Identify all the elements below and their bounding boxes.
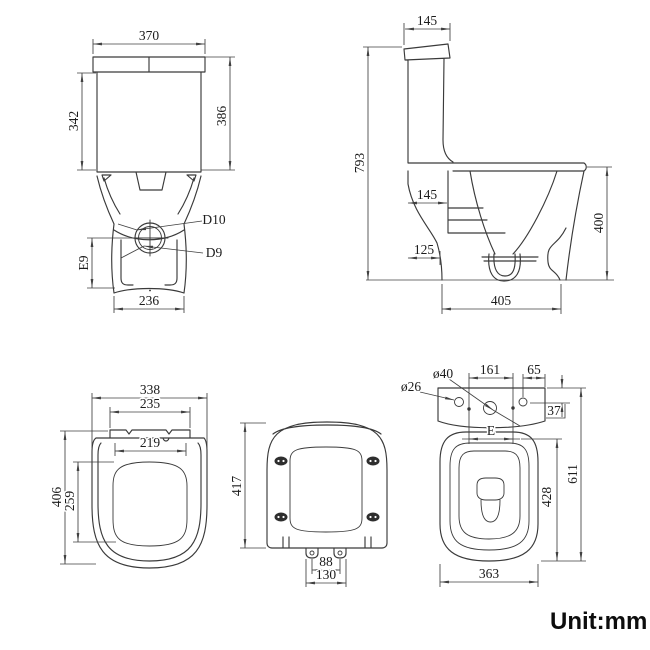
toilet-side-linework bbox=[403, 43, 587, 282]
seat-underside-linework bbox=[266, 421, 388, 559]
dim-145-inner: 145 bbox=[417, 187, 438, 202]
dim-161: 161 bbox=[480, 362, 500, 377]
seat-top-inner-pad bbox=[112, 461, 188, 547]
leader-o40-tail bbox=[492, 409, 521, 427]
base-center-dot bbox=[149, 289, 151, 292]
view-toilet-side: 145 793 145 125 405 400 bbox=[351, 12, 614, 314]
dim-219: 219 bbox=[140, 435, 161, 450]
view-bowl-top: ø40 ø26 161 65 37 E 611 428 363 bbox=[399, 361, 586, 587]
dim-611: 611 bbox=[565, 464, 580, 484]
leader-o40 bbox=[448, 378, 494, 411]
leader-o26 bbox=[419, 391, 455, 401]
dim-417: 417 bbox=[229, 476, 244, 497]
dim-o26: ø26 bbox=[401, 379, 422, 394]
dim-400: 400 bbox=[591, 213, 606, 234]
hole-small bbox=[454, 397, 464, 407]
bowl-top-linework bbox=[437, 387, 546, 562]
water-spot bbox=[476, 477, 505, 523]
leader-d9-tail bbox=[120, 245, 145, 259]
dim-386: 386 bbox=[214, 106, 229, 127]
dim-o40: ø40 bbox=[433, 366, 454, 381]
leader-d10 bbox=[136, 220, 203, 231]
dim-338: 338 bbox=[140, 382, 161, 397]
view-cistern-front: 370 342 386 E9 236 D10 D9 bbox=[65, 27, 235, 313]
dim-793: 793 bbox=[352, 153, 367, 174]
dim-370: 370 bbox=[139, 28, 160, 43]
hinge-pin-left bbox=[309, 550, 315, 556]
dim-259: 259 bbox=[62, 491, 77, 512]
seat-bumpers bbox=[274, 456, 380, 522]
dim-236: 236 bbox=[139, 293, 160, 308]
dim-d10: D10 bbox=[202, 212, 225, 227]
hinge-pin-right bbox=[337, 550, 343, 556]
dim-235: 235 bbox=[140, 396, 161, 411]
bowl-top-rings bbox=[449, 442, 530, 551]
dim-e: E bbox=[487, 423, 495, 438]
dim-145-top: 145 bbox=[417, 13, 438, 28]
dim-d9: D9 bbox=[206, 245, 223, 260]
view-seat-underside: 417 88 130 bbox=[228, 421, 388, 587]
dim-406: 406 bbox=[49, 487, 64, 508]
cistern-front-extension-lines bbox=[77, 39, 235, 313]
dim-65: 65 bbox=[527, 362, 541, 377]
hole-right bbox=[518, 397, 528, 407]
dim-e9: E9 bbox=[76, 255, 91, 270]
dim-428: 428 bbox=[539, 487, 554, 508]
seat-underside-extension-lines bbox=[240, 422, 347, 587]
hole-large bbox=[483, 401, 497, 415]
seat-top-extension-lines bbox=[60, 393, 208, 565]
view-seat-top: 338 235 219 406 259 bbox=[48, 381, 208, 569]
dim-130: 130 bbox=[316, 567, 337, 582]
dim-405: 405 bbox=[491, 293, 512, 308]
dim-88: 88 bbox=[319, 554, 333, 569]
leader-d10-tail bbox=[117, 223, 138, 231]
outlet-crosshair bbox=[131, 219, 169, 257]
unit-label: Unit:mm bbox=[550, 608, 647, 635]
leader-d9 bbox=[143, 245, 204, 254]
seat-underside-inner-pad bbox=[289, 446, 363, 533]
dim-342: 342 bbox=[66, 111, 81, 131]
dim-125: 125 bbox=[414, 242, 435, 257]
toilet-side-extension-lines bbox=[363, 23, 612, 314]
seat-top-linework bbox=[91, 429, 208, 569]
dim-363: 363 bbox=[479, 566, 500, 581]
cistern-front-linework bbox=[92, 56, 206, 294]
dim-37: 37 bbox=[547, 403, 561, 418]
